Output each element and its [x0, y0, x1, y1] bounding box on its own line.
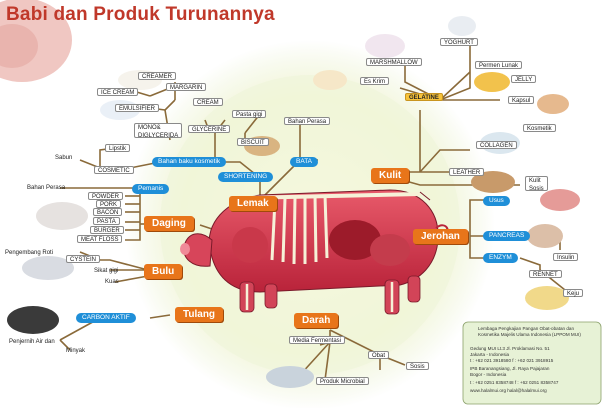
tag-pemanis: Pemanis: [132, 184, 170, 194]
label-rennet: RENNET: [529, 270, 562, 278]
label-media-fermentasi: Media Fermentasi: [289, 336, 346, 344]
label-insulin: Insulin: [553, 253, 579, 261]
label-jelly: JELLY: [511, 75, 537, 83]
category-tulang: Tulang: [175, 307, 224, 322]
label-marshmallow: MARSHMALLOW: [366, 58, 422, 66]
label-kulit-sosis: Kulit Sosis: [525, 176, 548, 192]
label-gelatine: GELATINE: [405, 93, 443, 101]
label-pasta: PASTA: [93, 217, 120, 225]
label-penjernih: Penjernih Air dan: [9, 339, 55, 345]
tag-bahan-baku-kosmetik: Bahan baku kosmetik: [152, 157, 227, 167]
info-line-1: Lembaga Pengkajian Pangan Obat-obatan da…: [478, 326, 575, 331]
tag-usus: Usus: [483, 196, 510, 206]
label-pasta-gigi: Pasta gigi: [232, 110, 267, 118]
label-bacon: BACON: [93, 208, 123, 216]
label-collagen: COLLAGEN: [476, 141, 517, 149]
label-meat-floss: MEAT FLOSS: [77, 235, 123, 243]
label-pengembang-roti: Pengembang Roti: [5, 250, 54, 256]
category-jerohan: Jerohan: [413, 229, 468, 244]
label-minyak: Minyak: [66, 348, 86, 354]
info-line-5: Jakarta - Indonesia: [470, 352, 510, 357]
label-leather: LEATHER: [449, 168, 485, 176]
label-ice-cream: ICE CREAM: [97, 88, 139, 96]
info-line-4: Gedung MUI Lt.3 Jl. Proklamasi No. 51: [470, 346, 550, 351]
label-yoghurt: YOGHURT: [440, 38, 478, 46]
info-line-7: IPB Baranangsiang, Jl. Raya Pajajaran: [470, 366, 550, 371]
info-box: [462, 321, 602, 405]
info-line-10: www.halalmui.org halal@halalmui.org: [470, 388, 547, 393]
label-cream: CREAM: [193, 98, 223, 106]
label-pork: PORK: [96, 200, 122, 208]
pig-snout: [0, 24, 38, 68]
label-creamer: CREAMER: [138, 72, 177, 80]
label-es-krim: Es Krim: [360, 77, 389, 85]
label-produk-microbial: Produk Microbial: [316, 377, 369, 385]
label-emulsifier: EMULSIFIER: [115, 104, 160, 112]
label-cosmetic: COSMETIC: [94, 166, 134, 174]
info-line-6: t : +62 021 3918580 f : +62 021 3918915: [470, 358, 554, 363]
tag-carbon-aktif: CARBON AKTIF: [76, 313, 136, 323]
label-sabun: Sabun: [55, 155, 73, 161]
label-powder: POWDER: [88, 192, 123, 200]
label-cystein: CYSTEIN: [66, 255, 101, 263]
tag-shortening: SHORTENING: [218, 172, 274, 182]
label-glycerine: GLYCERINE: [188, 125, 231, 133]
label-permen-lunak: Permen Lunak: [475, 61, 523, 69]
label-kosmetik: Kosmetik: [523, 124, 556, 132]
category-lemak: Lemak: [229, 196, 277, 211]
page-title: Babi dan Produk Turunannya: [6, 4, 275, 25]
label-margarin: MARGARIN: [166, 83, 207, 91]
category-daging: Daging: [144, 216, 194, 231]
label-bahan-perasa-top: Bahan Perasa: [284, 117, 331, 125]
tag-pancreas: PANCREAS: [483, 231, 531, 241]
info-line-8: Bogor - Indonesia: [470, 372, 507, 377]
category-kulit: Kulit: [371, 168, 410, 183]
label-mono-diglycerida: MONO& DIGLYCERIDA: [134, 123, 183, 139]
info-line-2: Kosmetika Majelis Ulama Indonesia (LPPOM…: [478, 332, 581, 337]
tag-bata: BATA: [290, 157, 319, 167]
label-sikat-gigi: Sikat gigi: [94, 268, 119, 274]
label-keju: Keju: [563, 289, 584, 297]
tag-enzym: ENZYM: [483, 253, 518, 263]
category-bulu: Bulu: [144, 264, 183, 279]
label-kapsul: Kapsul: [508, 96, 535, 104]
label-lipstik: Lipstik: [105, 144, 131, 152]
category-darah: Darah: [294, 313, 339, 328]
label-burger: BURGER: [90, 226, 124, 234]
label-biscuit: BISCUIT: [237, 138, 269, 146]
label-sosis: Sosis: [406, 362, 429, 370]
label-kuas: Kuas: [105, 279, 119, 285]
label-bahan-perasa-left: Bahan Perasa: [27, 185, 66, 191]
label-obat: Obat: [368, 351, 390, 359]
info-line-9: t : +62 0251 8358748 f : +62 0251 835874…: [470, 380, 559, 385]
